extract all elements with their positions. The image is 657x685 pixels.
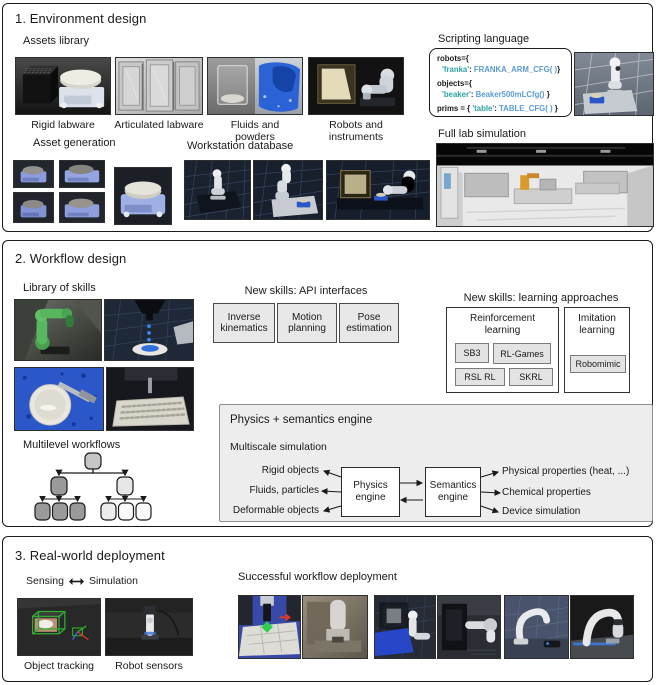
code-keyword: objects={ (437, 78, 472, 88)
caption-object-tracking: Object tracking (23, 660, 95, 672)
panel-workflow-design: 2. Workflow design Library of skills (2, 240, 653, 527)
assets-library-label: Assets library (23, 35, 90, 47)
skill-photo-petri-dish (14, 367, 104, 431)
full-lab-simulation-label: Full lab simulation (438, 128, 527, 140)
panel2-title: 2. Workflow design (15, 251, 127, 266)
api-box-motion-planning: Motion planning (277, 303, 337, 343)
fluids-powders-photo (207, 57, 303, 115)
scripting-code-block: robots={ 'franka': FRANKA_ARM_CFG( )} ob… (429, 48, 572, 117)
panel-environment-design: 1. Environment design Assets library (2, 3, 654, 232)
panel1-title: 1. Environment design (15, 11, 147, 26)
chip-robomimic: Robomimic (570, 355, 626, 373)
code-string: 'table' (472, 103, 495, 113)
multilevel-workflow-tree (29, 451, 153, 523)
engine-input-deformable: Deformable objects (232, 505, 319, 516)
asset-gen-photo-1 (13, 160, 54, 188)
code-call: Beaker500mLCfg() (475, 89, 545, 99)
workstation-photo-1 (184, 160, 251, 220)
engine-output-physical: Physical properties (heat, ...) (502, 466, 630, 477)
skill-photo-wellplate (106, 367, 194, 431)
code-punct: : (470, 89, 476, 99)
code-keyword: prims = { (437, 103, 473, 113)
chip-rl-games: RL-Games (493, 343, 551, 364)
asset-gen-photo-large (114, 167, 172, 225)
robots-instruments-photo (308, 57, 404, 115)
asset-gen-photo-4 (59, 192, 105, 223)
caption-rigid-labware: Rigid labware (31, 119, 95, 131)
scripting-language-label: Scripting language (438, 33, 530, 45)
api-box-pose-estimation: Pose estimation (339, 303, 399, 343)
code-line-4: 'beaker': Beaker500mLCfg() } (437, 90, 565, 101)
physics-semantics-engine-box: Physics + semantics engine Multiscale si… (219, 404, 653, 522)
chip-rsl-rl: RSL RL (455, 368, 505, 386)
skill-photo-pouring (104, 299, 194, 361)
engine-input-rigid: Rigid objects (261, 465, 319, 476)
engine-input-fluids: Fluids, particles (249, 485, 319, 496)
skill-photo-green-arm (14, 299, 102, 361)
code-punct: } (552, 103, 558, 113)
chip-skrl: SKRL (509, 368, 553, 386)
caption-robots-instruments: Robots and instruments (328, 119, 384, 144)
code-line-1: robots={ (437, 54, 565, 65)
code-string: 'beaker' (442, 89, 471, 99)
deployment-label: Successful workflow deployment (238, 571, 397, 583)
rigid-labware-photo (15, 57, 111, 115)
semantics-engine-box: Semantics engine (425, 467, 481, 517)
sensing-label: Sensing (26, 575, 64, 587)
caption-fluids-powders: Fluids and powders (230, 119, 280, 144)
deployment-photo-2 (302, 595, 368, 659)
code-call: FRANKA_ARM_CFG( ) (473, 64, 558, 74)
workstation-photo-2 (253, 160, 323, 220)
api-skills-label: New skills: API interfaces (244, 285, 368, 297)
reinforcement-learning-title: Reinforcement learning (469, 313, 536, 336)
code-keyword: robots={ (437, 54, 469, 63)
asset-gen-photo-3 (13, 192, 54, 223)
workstation-photo-3 (326, 160, 430, 220)
object-tracking-photo (17, 598, 101, 656)
deployment-photo-1 (238, 595, 301, 659)
code-string: 'franka' (442, 64, 470, 74)
simulation-label: Simulation (88, 575, 138, 587)
code-punct: : (494, 103, 499, 113)
panel3-title: 3. Real-world deployment (15, 548, 165, 563)
engine-subtitle: Multiscale simulation (230, 441, 327, 453)
engine-output-chemical: Chemical properties (502, 487, 591, 498)
code-call: TABLE_CFG( ) (499, 103, 553, 113)
bidirectional-arrow-icon (68, 577, 84, 585)
reinforcement-learning-box: Reinforcement learning SB3 RL-Games RSL … (446, 307, 559, 393)
api-box-inverse-kinematics: Inverse kinematics (213, 303, 275, 343)
asset-generation-label: Asset generation (33, 137, 116, 149)
panel-real-world-deployment: 3. Real-world deployment Sensing Simulat… (2, 536, 653, 682)
full-lab-photo (436, 143, 654, 227)
deployment-photo-5 (504, 595, 569, 659)
chip-sb3: SB3 (455, 343, 489, 363)
engine-flow-arrows (320, 469, 502, 514)
code-punct: } (557, 64, 561, 74)
caption-robot-sensors: Robot sensors (115, 660, 183, 672)
code-punct: } (544, 89, 550, 99)
sensing-simulation-row: Sensing Simulation (26, 575, 138, 587)
imitation-learning-title: Imitation learning (578, 313, 616, 336)
asset-gen-photo-2 (59, 160, 105, 188)
library-of-skills-label: Library of skills (23, 282, 96, 294)
code-line-5: prims = { 'table': TABLE_CFG( ) } (437, 104, 565, 115)
learning-skills-label: New skills: learning approaches (463, 292, 619, 304)
workstation-database-label: Workstation database (187, 140, 294, 152)
caption-articulated-labware: Articulated labware (114, 119, 204, 131)
engine-title: Physics + semantics engine (230, 414, 373, 426)
engine-output-device: Device simulation (502, 506, 581, 517)
code-punct: : (469, 64, 474, 74)
multilevel-workflows-label: Multilevel workflows (23, 439, 121, 451)
code-line-2: 'franka': FRANKA_ARM_CFG( )} (437, 65, 565, 76)
deployment-photo-4 (437, 595, 501, 659)
imitation-learning-box: Imitation learning Robomimic (564, 307, 630, 393)
robot-sensors-photo (105, 598, 193, 656)
deployment-photo-3 (374, 595, 436, 659)
deployment-photo-6 (570, 595, 634, 659)
articulated-labware-photo (115, 57, 203, 115)
physics-engine-box: Physics engine (341, 467, 400, 517)
code-line-3: objects={ (437, 79, 565, 90)
franka-sim-photo (574, 52, 654, 116)
